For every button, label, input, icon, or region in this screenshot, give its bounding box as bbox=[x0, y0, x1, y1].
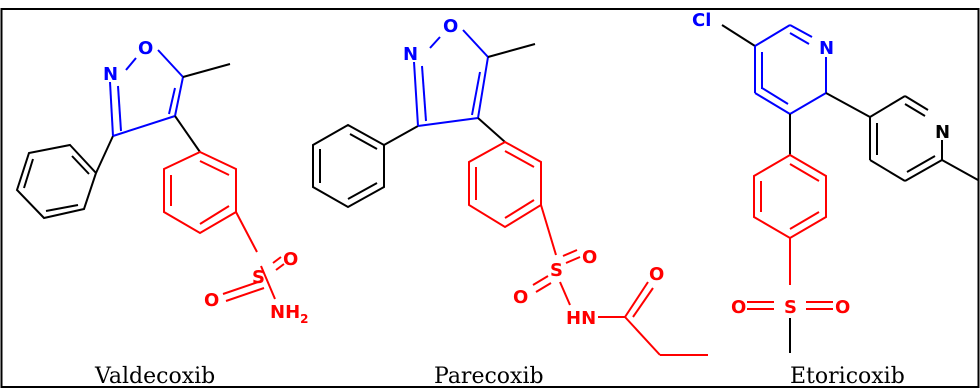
parecoxib-atom-labels: N O S O O HN O bbox=[403, 16, 664, 329]
molecule-etoricoxib: Cl N N S O O Etoricoxib bbox=[692, 10, 979, 389]
etoricoxib-atom-labels: Cl N N S O O bbox=[692, 10, 950, 318]
etoricoxib-cl-bond bbox=[721, 24, 756, 47]
parecoxib-methyl-bond bbox=[487, 43, 536, 58]
atom-s: S bbox=[784, 297, 797, 318]
parecoxib-aryl-bond bbox=[477, 117, 506, 143]
atom-n: N bbox=[403, 44, 418, 65]
valdecoxib-methyl-bond bbox=[182, 63, 231, 78]
valdecoxib-isoxazole-ring bbox=[109, 49, 184, 137]
etoricoxib-biaryl-bond bbox=[825, 92, 871, 118]
atom-s: S bbox=[252, 267, 265, 288]
etoricoxib-methylpyridine-ring bbox=[869, 95, 979, 182]
etoricoxib-chloropyridine-ring bbox=[754, 24, 827, 115]
valdecoxib-benzene-ring bbox=[163, 150, 285, 302]
parecoxib-benzene-ring bbox=[468, 140, 708, 356]
atom-o-double-2: O bbox=[835, 297, 850, 318]
atom-o-double-1: O bbox=[731, 297, 746, 318]
atom-o: O bbox=[138, 38, 153, 59]
atom-o-double-1: O bbox=[283, 249, 298, 270]
atom-carbonyl-o: O bbox=[649, 264, 664, 285]
molecule-parecoxib: N O S O O HN O Parecoxib bbox=[312, 16, 708, 389]
caption-etoricoxib: Etoricoxib bbox=[790, 364, 905, 389]
atom-o: O bbox=[443, 16, 458, 37]
atom-nh2: NH2 bbox=[270, 302, 309, 326]
atom-o-double-2: O bbox=[513, 287, 528, 308]
valdecoxib-phenyl-ring bbox=[15, 135, 114, 220]
atom-n-pyridine-1: N bbox=[819, 38, 834, 59]
atom-s: S bbox=[550, 260, 563, 281]
atom-n-pyridine-2: N bbox=[935, 122, 950, 143]
atom-cl: Cl bbox=[692, 10, 711, 31]
caption-valdecoxib: Valdecoxib bbox=[94, 364, 215, 389]
etoricoxib-benzene-ring bbox=[747, 153, 833, 310]
molecule-valdecoxib: N O S O O NH2 Valdecoxib bbox=[15, 38, 309, 389]
caption-parecoxib: Parecoxib bbox=[434, 364, 544, 389]
valdecoxib-atom-labels: N O S O O NH2 bbox=[103, 38, 309, 326]
valdecoxib-aryl-bond bbox=[174, 115, 201, 153]
atom-hn: HN bbox=[566, 308, 596, 329]
figure-frame bbox=[0, 8, 980, 388]
atom-o-double-1: O bbox=[582, 247, 597, 268]
parecoxib-phenyl-ring bbox=[312, 123, 419, 209]
atom-n: N bbox=[103, 64, 118, 85]
parecoxib-isoxazole-ring bbox=[413, 29, 489, 127]
atom-o-double-2: O bbox=[204, 290, 219, 311]
